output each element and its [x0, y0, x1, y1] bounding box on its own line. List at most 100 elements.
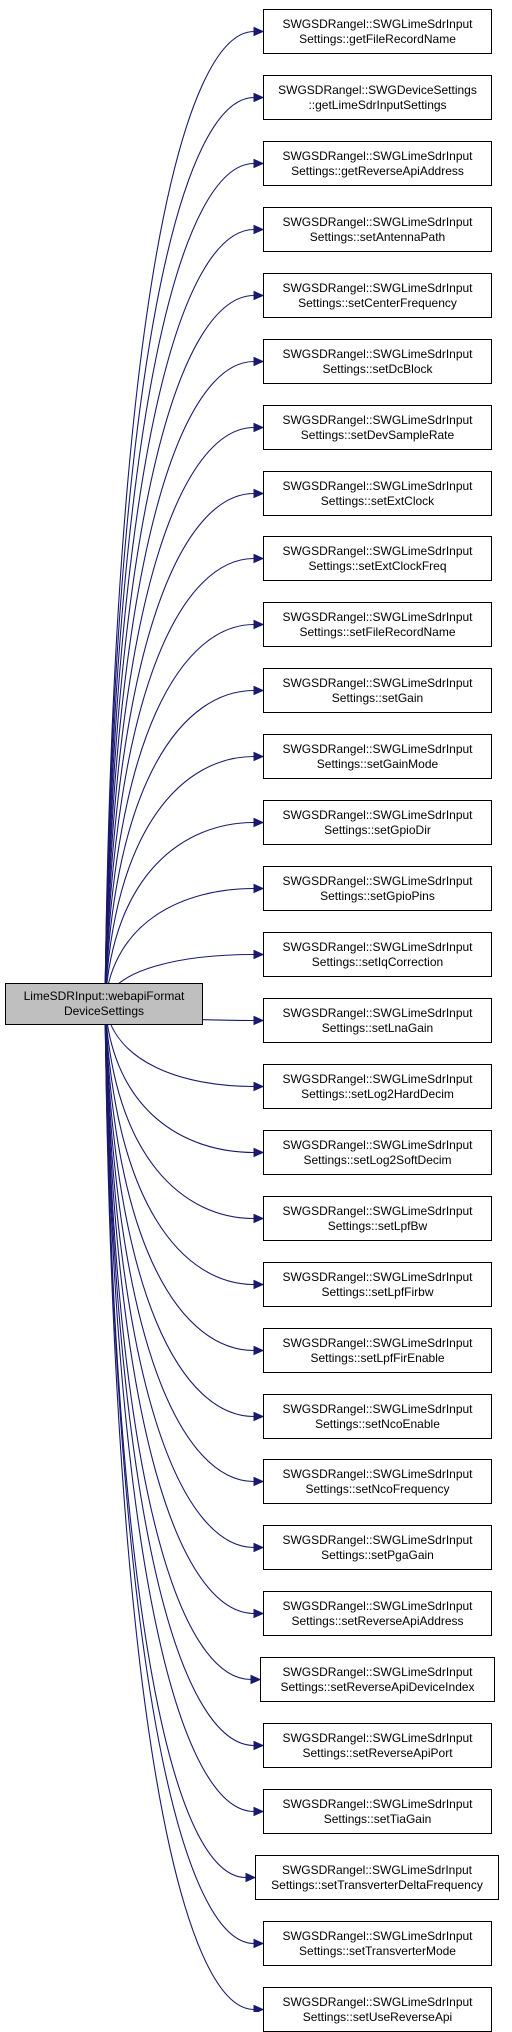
callee-label-line1: SWGSDRangel::SWGLimeSdrInput: [282, 1203, 473, 1218]
call-edge: [104, 1003, 252, 1681]
callee-label-line1: SWGSDRangel::SWGLimeSdrInput: [282, 1598, 473, 1613]
callee-label-line2: Settings::getFileRecordName: [299, 31, 456, 46]
root-function-label-line1: LimeSDRInput::webapiFormat: [23, 989, 185, 1003]
callee-label-line2: Settings::setAntennaPath: [309, 229, 446, 244]
callee-label-line1: SWGSDRangel::SWGLimeSdrInput: [282, 1796, 473, 1811]
callee-label-line1: SWGSDRangel::SWGLimeSdrInput: [282, 1005, 473, 1020]
callee-label-line1: SWGSDRangel::SWGLimeSdrInput: [282, 412, 473, 427]
callee-label-line2: Settings::setGainMode: [316, 756, 439, 771]
callee-label-line2: Settings::setLpfFirEnable: [310, 1350, 445, 1365]
call-edge-arrowhead: [253, 553, 265, 564]
callee-label-line1: SWGSDRangel::SWGLimeSdrInput: [282, 16, 473, 31]
call-edge-arrowhead: [245, 1872, 257, 1883]
call-edge-arrowhead: [253, 751, 265, 762]
call-edge-arrowhead: [253, 817, 265, 828]
callee-label-line2: Settings::setNcoFrequency: [305, 1481, 450, 1496]
callee-label-line1: SWGSDRangel::SWGLimeSdrInput: [282, 1928, 473, 1943]
call-edge-arrowhead: [253, 1081, 265, 1092]
call-edge-arrowhead: [253, 422, 265, 433]
call-edge-arrowhead: [253, 26, 265, 37]
call-edge-arrowhead: [253, 1542, 265, 1553]
callee-node[interactable]: SWGSDRangel::SWGDeviceSettings::getLimeS…: [263, 75, 492, 120]
call-edge: [104, 689, 255, 1005]
callee-label-line2: ::getLimeSdrInputSettings: [308, 97, 447, 112]
callee-label-line2: Settings::setGpioDir: [324, 822, 431, 837]
call-edge-arrowhead: [253, 92, 265, 103]
callee-label-line1: SWGSDRangel::SWGLimeSdrInput: [282, 741, 473, 756]
call-edge: [104, 755, 255, 1005]
call-edge: [104, 1003, 255, 1615]
call-edge-arrowhead: [253, 1213, 265, 1224]
call-edge-arrowhead: [253, 1279, 265, 1290]
callee-label-line1: SWGSDRangel::SWGLimeSdrInput: [282, 807, 473, 822]
callee-label-line2: Settings::setExtClockFreq: [308, 558, 447, 573]
call-edge: [104, 1003, 255, 1286]
call-edge: [104, 1003, 255, 1352]
call-edge: [104, 1003, 255, 1747]
callee-label-line1: SWGSDRangel::SWGLimeSdrInput: [282, 280, 473, 295]
callee-label-line2: Settings::setLog2HardDecim: [301, 1086, 454, 1101]
callee-label-line1: SWGSDRangel::SWGLimeSdrInput: [282, 1071, 473, 1086]
callee-label-line1: SWGSDRangel::SWGLimeSdrInput: [282, 1401, 473, 1416]
callee-label-line1: SWGSDRangel::SWGLimeSdrInput: [282, 148, 473, 163]
callee-label-line2: Settings::setDcBlock: [322, 361, 433, 376]
call-edge: [104, 294, 255, 1005]
callee-label-line2: Settings::setGpioPins: [320, 888, 435, 903]
callee-label-line1: SWGSDRangel::SWGLimeSdrInput: [282, 346, 473, 361]
callee-label-line2: Settings::setTransverterMode: [299, 1943, 456, 1958]
callee-label-line1: SWGSDRangel::SWGLimeSdrInput: [282, 1137, 473, 1152]
call-edge-arrowhead: [253, 224, 265, 235]
root-function-node: LimeSDRInput::webapiFormat DeviceSetting…: [5, 983, 203, 1025]
callee-label-line1: SWGSDRangel::SWGLimeSdrInput: [282, 1532, 473, 1547]
callee-label-line2: Settings::setPgaGain: [321, 1547, 434, 1562]
call-edge-arrowhead: [253, 1147, 265, 1158]
call-edge: [104, 1003, 255, 1418]
call-edge: [104, 623, 255, 1005]
call-edge-arrowhead: [253, 1740, 265, 1751]
call-edge-arrowhead: [253, 290, 265, 301]
callee-label-line1: SWGSDRangel::SWGLimeSdrInput: [282, 1994, 473, 2009]
root-function-label-line2: DeviceSettings: [63, 1004, 145, 1018]
call-edge-arrowhead: [253, 1015, 265, 1026]
call-edge: [104, 1003, 255, 1220]
callee-label-line2: Settings::setLnaGain: [321, 1020, 434, 1035]
call-edge: [104, 1003, 255, 1154]
call-edge-arrowhead: [253, 356, 265, 367]
call-edge-arrowhead: [253, 1411, 265, 1422]
call-edge: [104, 1003, 255, 1945]
callee-label-line2: Settings::setTransverterDeltaFrequency: [271, 1877, 483, 1892]
call-edge-arrowhead: [250, 1674, 262, 1685]
callee-label-line1: SWGSDRangel::SWGLimeSdrInput: [282, 675, 473, 690]
